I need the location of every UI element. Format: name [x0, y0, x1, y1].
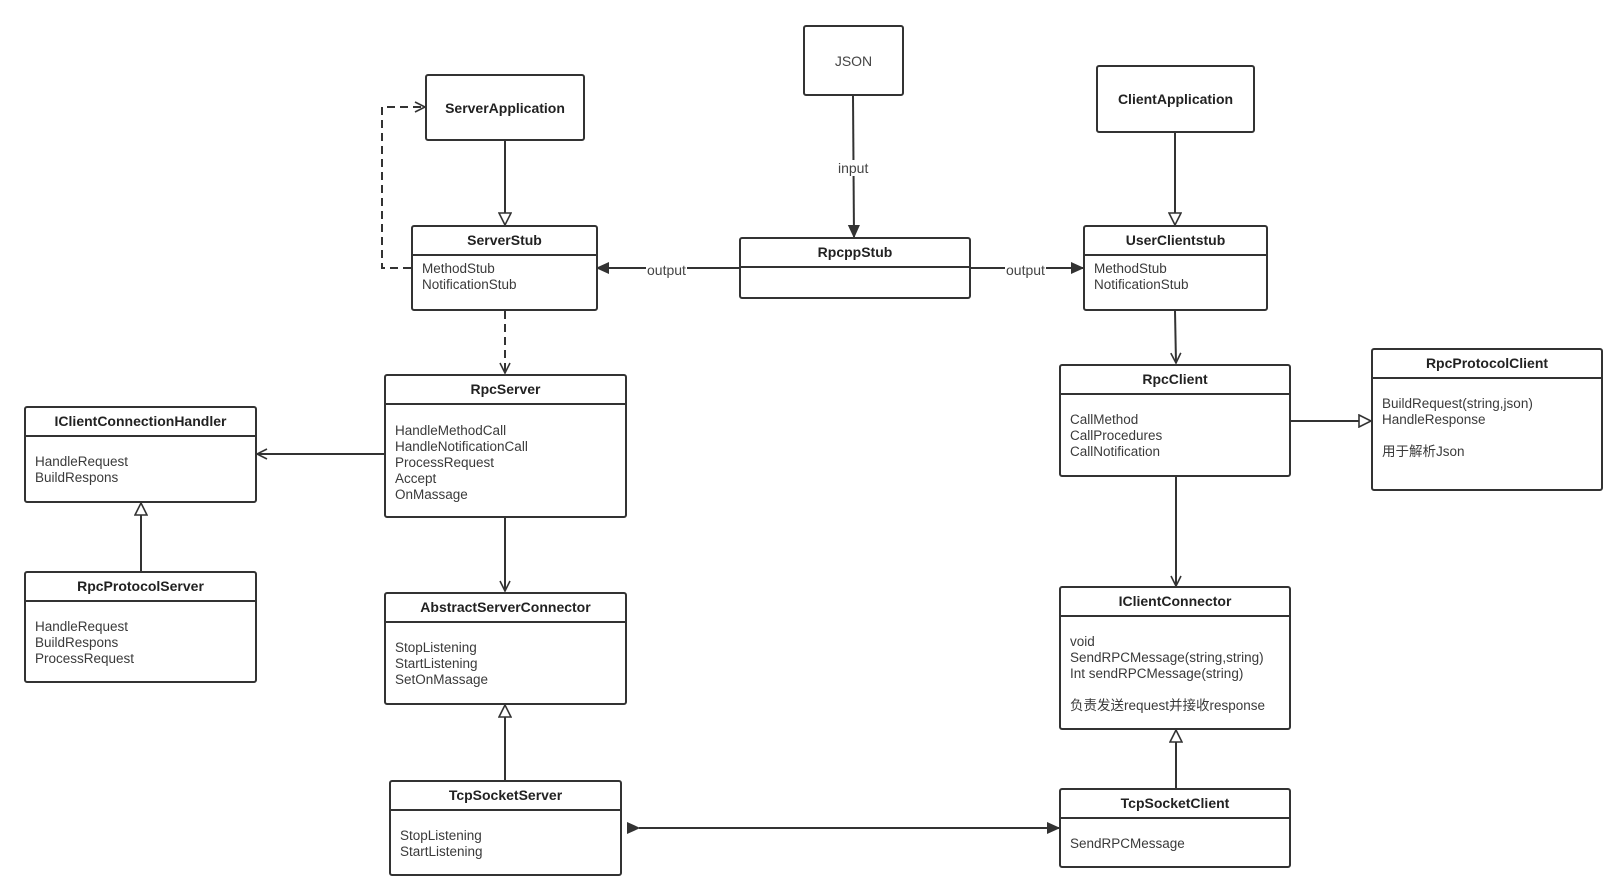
- member: StartListening: [395, 656, 478, 671]
- node-server-stub[interactable]: ServerStub MethodStub NotificationStub: [411, 225, 598, 311]
- member: void: [1070, 634, 1095, 649]
- node-rpc-client[interactable]: RpcClient CallMethod CallProcedures Call…: [1059, 364, 1291, 477]
- member: ProcessRequest: [395, 455, 495, 470]
- member: CallNotification: [1070, 444, 1161, 459]
- node-user-client-stub[interactable]: UserClientstub MethodStub NotificationSt…: [1083, 225, 1268, 311]
- node-rpc-protocol-server[interactable]: RpcProtocolServer HandleRequest BuildRes…: [24, 571, 257, 683]
- member: Int sendRPCMessage(string): [1070, 666, 1244, 681]
- member: [1070, 682, 1289, 698]
- node-server-application[interactable]: ServerApplication: [425, 74, 585, 141]
- node-rpc-client-title: RpcClient: [1061, 366, 1289, 395]
- member: CallMethod: [1070, 412, 1139, 427]
- node-tcp-socket-server-title: TcpSocketServer: [391, 782, 620, 811]
- node-rpc-server[interactable]: RpcServer HandleMethodCall HandleNotific…: [384, 374, 627, 518]
- node-iclient-connection-handler-title: IClientConnectionHandler: [26, 408, 255, 437]
- member: HandleRequest: [35, 619, 129, 634]
- node-iclient-connector[interactable]: IClientConnector void SendRPCMessage(str…: [1059, 586, 1291, 730]
- node-server-application-title: ServerApplication: [445, 99, 565, 116]
- node-json[interactable]: JSON: [803, 25, 904, 96]
- node-rpc-server-title: RpcServer: [386, 376, 625, 405]
- edge-serverstub-to-serverapplication: [381, 107, 425, 269]
- member: 负责发送request并接收response: [1070, 698, 1266, 713]
- member: Accept: [395, 471, 437, 486]
- member: [1382, 428, 1601, 444]
- member: OnMassage: [395, 487, 468, 502]
- member: HandleResponse: [1382, 412, 1486, 427]
- node-rpc-protocol-server-title: RpcProtocolServer: [26, 573, 255, 602]
- node-user-client-stub-title: UserClientstub: [1085, 227, 1266, 256]
- member: HandleMethodCall: [395, 423, 507, 438]
- node-client-application[interactable]: ClientApplication: [1096, 65, 1255, 133]
- node-json-title: JSON: [834, 52, 873, 69]
- node-rpc-protocol-client[interactable]: RpcProtocolClient BuildRequest(string,js…: [1371, 348, 1603, 491]
- member: BuildRespons: [35, 470, 119, 485]
- member: StartListening: [400, 844, 483, 859]
- member: NotificationStub: [1094, 277, 1189, 292]
- member: 用于解析Json: [1382, 444, 1465, 459]
- node-rpc-protocol-server-members: HandleRequest BuildRespons ProcessReques…: [26, 602, 255, 667]
- node-server-stub-members: MethodStub NotificationStub: [413, 256, 596, 293]
- node-user-client-stub-members: MethodStub NotificationStub: [1085, 256, 1266, 293]
- node-client-application-title: ClientApplication: [1117, 91, 1234, 107]
- node-tcp-socket-server[interactable]: TcpSocketServer StopListening StartListe…: [389, 780, 622, 876]
- node-server-stub-title: ServerStub: [413, 227, 596, 256]
- edge-label-output-left: output: [646, 262, 687, 278]
- member: CallProcedures: [1070, 428, 1163, 443]
- node-tcp-socket-client-title: TcpSocketClient: [1061, 790, 1289, 819]
- node-iclient-connection-handler[interactable]: IClientConnectionHandler HandleRequest B…: [24, 406, 257, 503]
- node-abstract-server-connector-title: AbstractServerConnector: [386, 594, 625, 623]
- node-iclient-connector-title: IClientConnector: [1061, 588, 1289, 617]
- member: StopListening: [400, 828, 482, 843]
- node-iclient-connector-members: void SendRPCMessage(string,string) Int s…: [1061, 617, 1289, 714]
- node-tcp-socket-client-members: SendRPCMessage: [1061, 819, 1289, 852]
- edge-label-output-right: output: [1005, 262, 1046, 278]
- member: BuildRequest(string,json): [1382, 396, 1533, 411]
- member: NotificationStub: [422, 277, 517, 292]
- member: BuildRespons: [35, 635, 119, 650]
- member: ProcessRequest: [35, 651, 135, 666]
- node-tcp-socket-client[interactable]: TcpSocketClient SendRPCMessage: [1059, 788, 1291, 868]
- member: HandleNotificationCall: [395, 439, 528, 454]
- node-rpcpp-stub[interactable]: RpcppStub: [739, 237, 971, 299]
- node-rpc-server-members: HandleMethodCall HandleNotificationCall …: [386, 405, 625, 503]
- member: SendRPCMessage(string,string): [1070, 650, 1264, 665]
- node-rpcpp-stub-title: RpcppStub: [741, 239, 969, 268]
- node-rpc-protocol-client-members: BuildRequest(string,json) HandleResponse…: [1373, 379, 1601, 460]
- node-rpc-client-members: CallMethod CallProcedures CallNotificati…: [1061, 395, 1289, 460]
- member: StopListening: [395, 640, 477, 655]
- edge-label-input: input: [837, 160, 870, 176]
- node-abstract-server-connector[interactable]: AbstractServerConnector StopListening St…: [384, 592, 627, 705]
- node-tcp-socket-server-members: StopListening StartListening: [391, 811, 620, 860]
- node-rpc-protocol-client-title: RpcProtocolClient: [1373, 350, 1601, 379]
- node-iclient-connection-handler-members: HandleRequest BuildRespons: [26, 437, 255, 486]
- edge-userclientstub-to-rpcclient: [1175, 310, 1176, 363]
- member: MethodStub: [1094, 261, 1167, 276]
- member: MethodStub: [422, 261, 495, 276]
- member: SendRPCMessage: [1070, 836, 1185, 851]
- node-abstract-server-connector-members: StopListening StartListening SetOnMassag…: [386, 623, 625, 688]
- member: HandleRequest: [35, 454, 129, 469]
- member: SetOnMassage: [395, 672, 489, 687]
